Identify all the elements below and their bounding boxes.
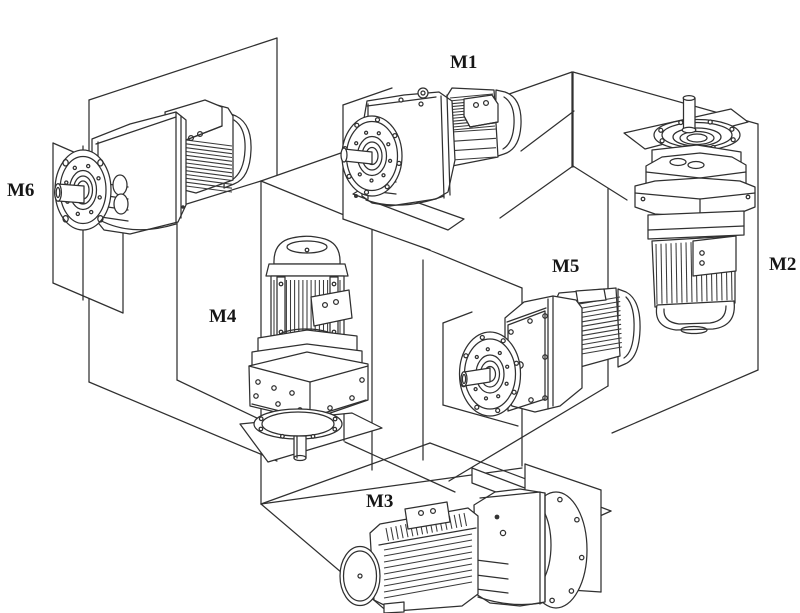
svg-text:M4: M4 [209, 306, 237, 327]
svg-text:M3: M3 [366, 491, 393, 512]
svg-text:M6: M6 [7, 180, 34, 201]
svg-text:M2: M2 [769, 254, 796, 275]
svg-text:M1: M1 [450, 52, 477, 73]
svg-text:M5: M5 [552, 256, 579, 277]
